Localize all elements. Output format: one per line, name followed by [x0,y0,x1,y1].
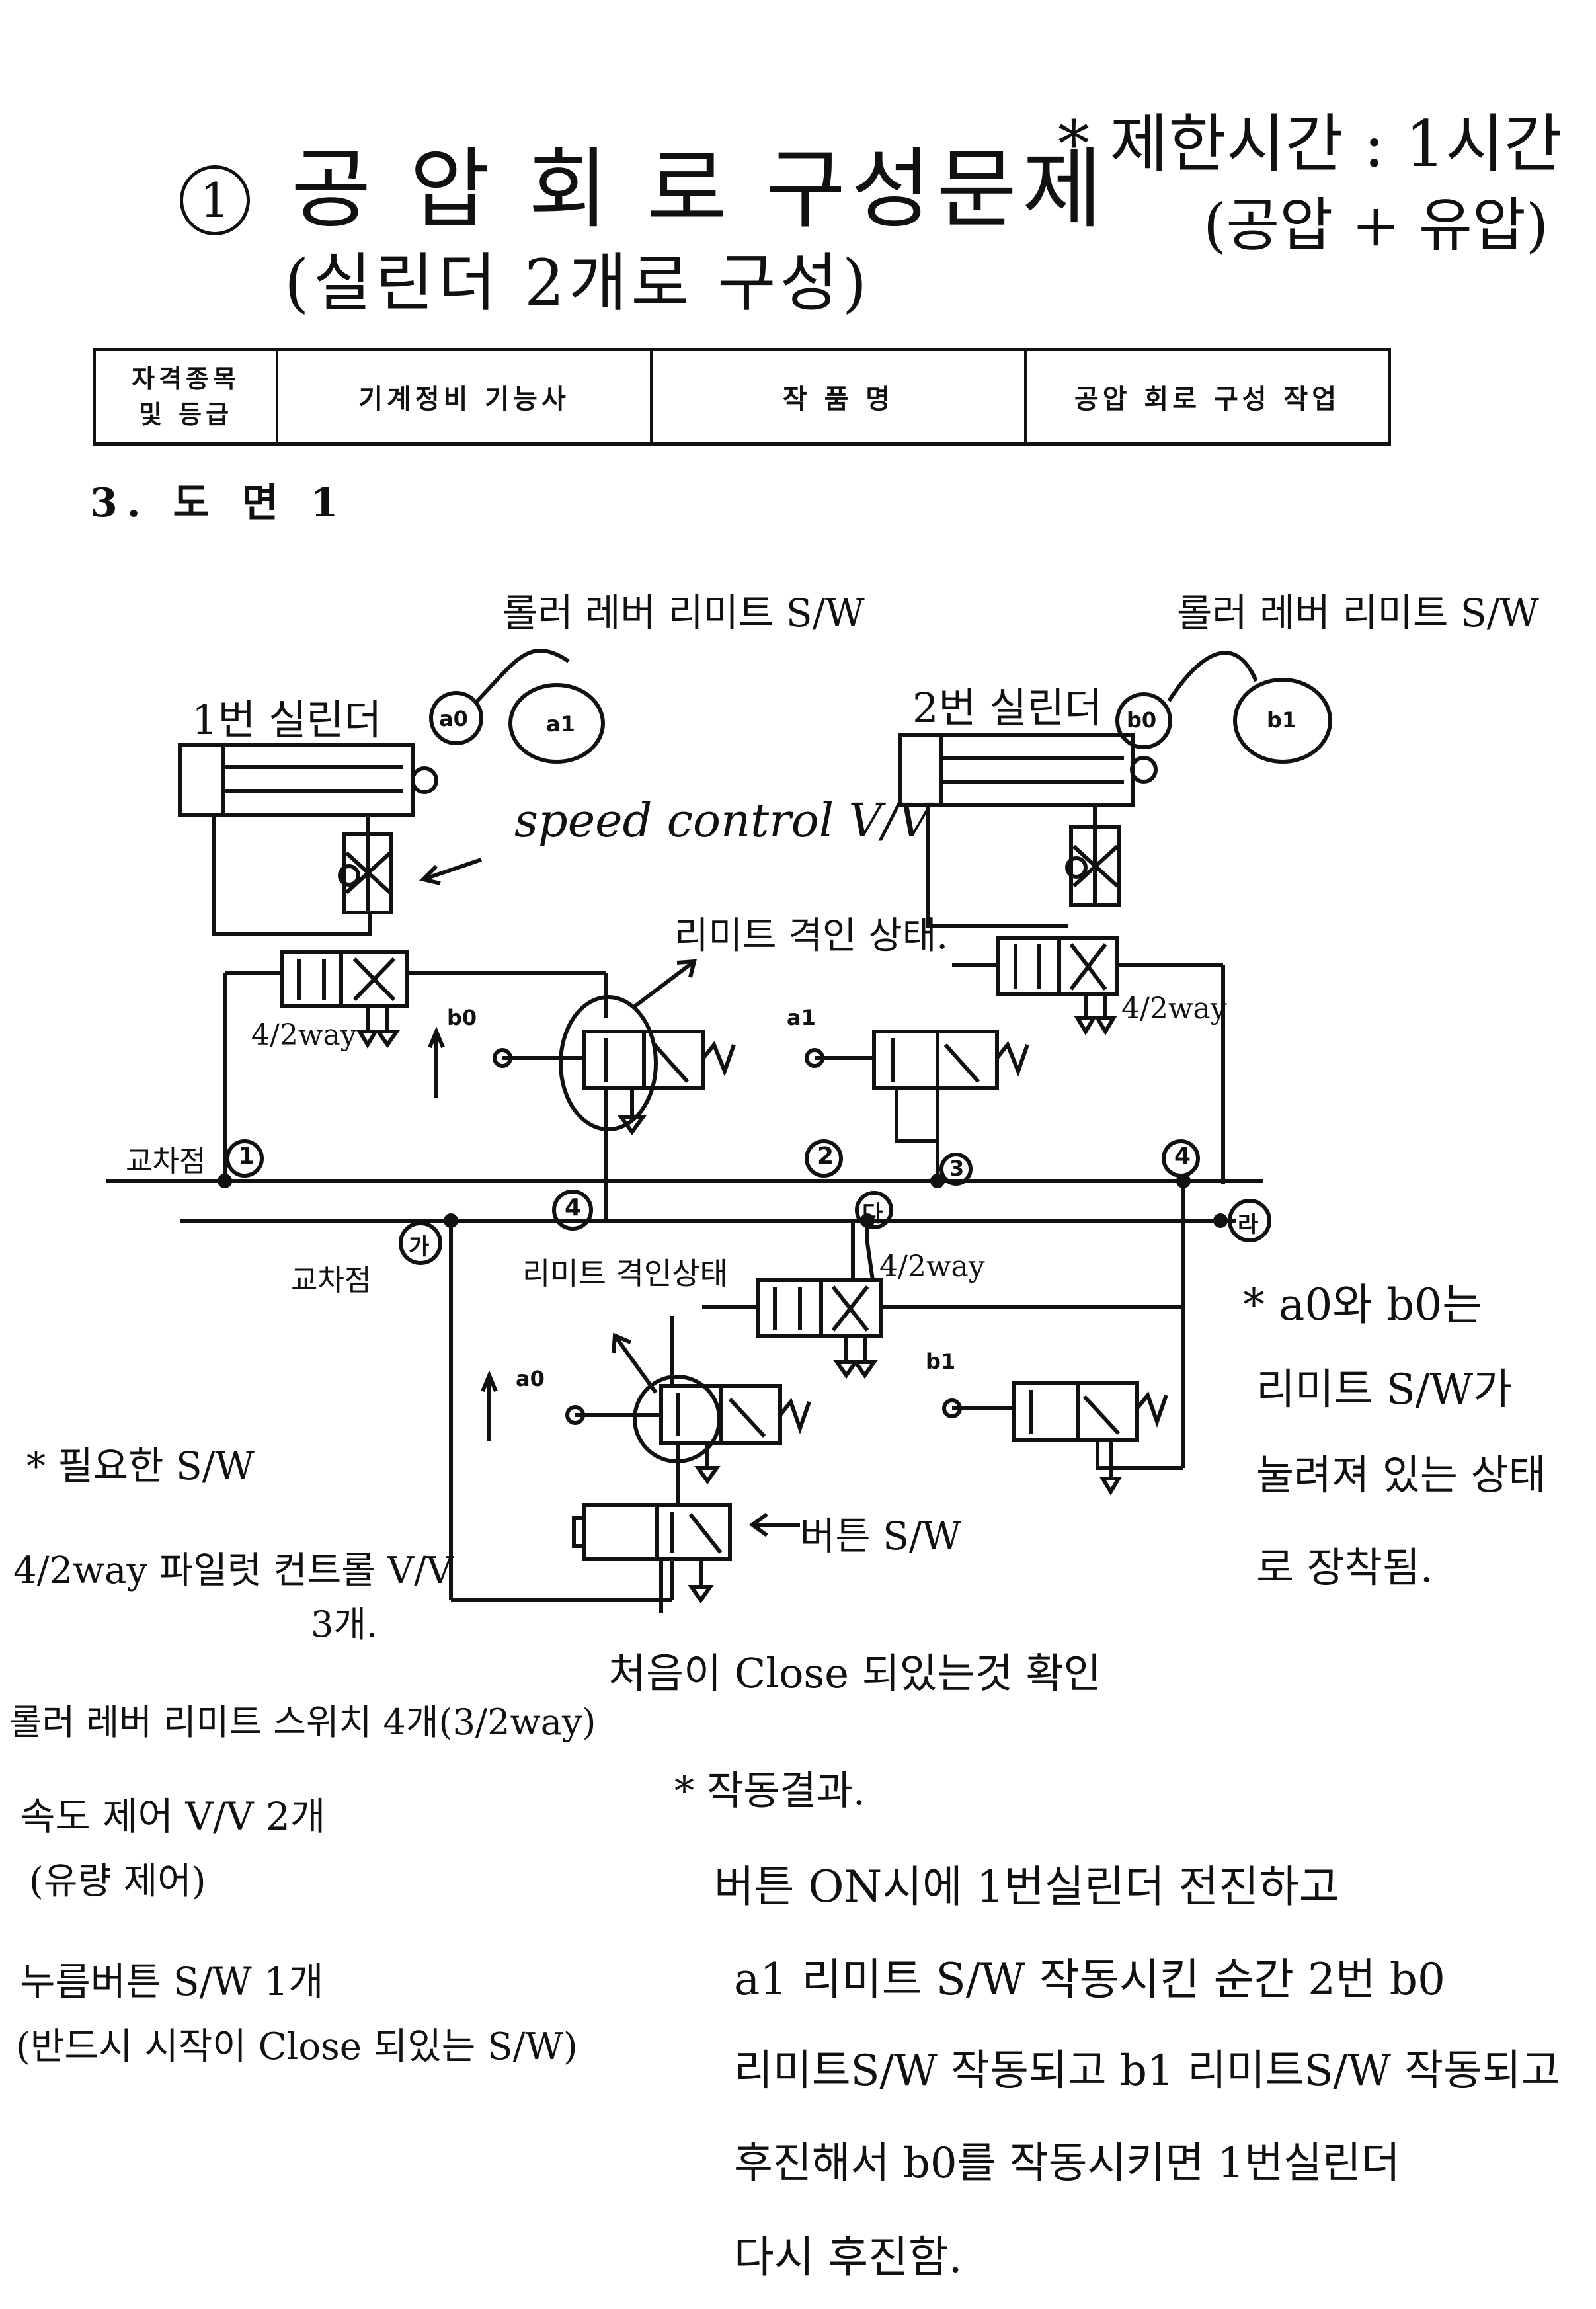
speed-control-valve-1 [338,832,393,914]
parts-item-4: 누름버튼 S/W 1개 [20,1959,324,2004]
valve-42-1 [280,950,409,1049]
limit-valve-b0 [493,995,736,1136]
button-sw-label: 버튼 S/W [800,1514,962,1559]
roller-label-2: 롤러 레버 리미트 S/W [1177,590,1539,635]
junction-label-2: 교차점 [291,1264,372,1297]
limit-state-label: 리미트 격인 상태. [674,914,949,957]
parts-item-2: 롤러 레버 리미트 스위치 4개(3/2way) [9,1701,596,1743]
section-title: 3. 도 면 1 [90,480,348,526]
switch-b1-label: b1 [1267,708,1297,733]
cylinder-2 [898,733,1158,807]
switch-b0-label: b0 [1127,708,1157,733]
b0-valve-label: b0 [447,1005,477,1030]
parts-item-3b: (유량 제어) [29,1860,206,1903]
qualification-label-line2: 및 등급 [138,400,233,429]
node-2: 2 [817,1143,834,1170]
qualification-label: 자격종목 및 등급 [93,348,278,446]
result-line-4: 후진해서 b0를 작동시키면 1번실린더 [734,2139,1400,2188]
work-label: 작 품 명 [650,348,1027,446]
parts-title: * 필요한 S/W [26,1443,255,1488]
cylinder-1 [178,743,438,817]
qualification-value: 기계정비 기능사 [276,348,653,446]
b1-valve-label: b1 [926,1349,956,1374]
cylinder-2-label: 2번 실린더 [912,684,1103,732]
junction-label-1: 교차점 [126,1145,206,1178]
node-ra: 라 [1238,1211,1259,1238]
right-note-line4: 로 장착됨. [1256,1543,1433,1592]
parts-item-3: 속도 제어 V/V 2개 [20,1794,326,1839]
speed-control-label: speed control V/V [514,793,932,848]
result-line-5: 다시 후진함. [734,2232,963,2283]
valve-42-2 [996,936,1119,1035]
right-note-line1: * a0와 b0는 [1243,1279,1482,1330]
result-title: * 작동결과. [674,1768,865,1814]
info-table: 자격종목 및 등급 기계정비 기능사 작 품 명 공압 회로 구성 작업 [93,348,1391,446]
qualification-label-line1: 자격종목 [132,364,240,393]
node-4a: 4 [565,1194,582,1221]
result-line-1: 버튼 ON시에 1번실린더 전진하고 [714,1861,1339,1912]
limit-state-label-2: 리미트 격인상태 [522,1256,728,1291]
node-ga: 가 [409,1234,430,1260]
valve-42-label-1: 4/2way [251,1018,357,1052]
parts-item-1: 4/2way 파일럿 컨트롤 V/V [13,1549,454,1592]
result-line-3: 리미트S/W 작동되고 b1 리미트S/W 작동되고 [734,2046,1560,2095]
limit-valve-a1 [805,1030,1029,1090]
push-button-valve [572,1503,732,1604]
a1-valve-label: a1 [787,1005,816,1030]
result-line-2: a1 리미트 S/W 작동시킨 순간 2번 b0 [734,1954,1445,2005]
node-3: 3 [949,1156,965,1181]
node-4b: 4 [1174,1143,1191,1170]
switch-a1-label: a1 [546,711,575,737]
limit-valve-a0 [565,1375,811,1485]
a0-valve-label: a0 [516,1366,545,1391]
button-note: 처음이 Close 되있는것 확인 [608,1649,1101,1697]
page-title: 공 압 회 로 구성문제 [291,139,1108,241]
node-da: 다 [862,1201,883,1227]
valve-42-label-2: 4/2way [1121,992,1227,1026]
page-subtitle: (실린더 2개로 구성) [284,246,871,320]
work-value: 공압 회로 구성 작업 [1024,348,1391,446]
parts-item-1b: 3개. [311,1603,378,1645]
roller-label-1: 롤러 레버 리미트 S/W [502,590,865,635]
limit-valve-b1 [942,1381,1183,1496]
speed-control-valve-2 [1065,825,1121,907]
valve-42-label-3: 4/2way [879,1250,985,1283]
time-note: (공압 + 유압) [1203,191,1549,259]
node-1: 1 [238,1143,255,1170]
parts-item-4b: (반드시 시작이 Close 되있는 S/W) [16,2025,578,2068]
time-limit: * 제한시간 : 1시간 [1058,107,1562,181]
cylinder-1-label: 1번 실린더 [192,696,382,744]
right-note-line3: 눌려져 있는 상태 [1256,1451,1546,1499]
switch-a0-label: a0 [439,706,468,731]
valve-42-3 [756,1278,883,1379]
problem-number: 1 [180,165,250,235]
right-note-line2: 리미트 S/W가 [1256,1365,1513,1414]
